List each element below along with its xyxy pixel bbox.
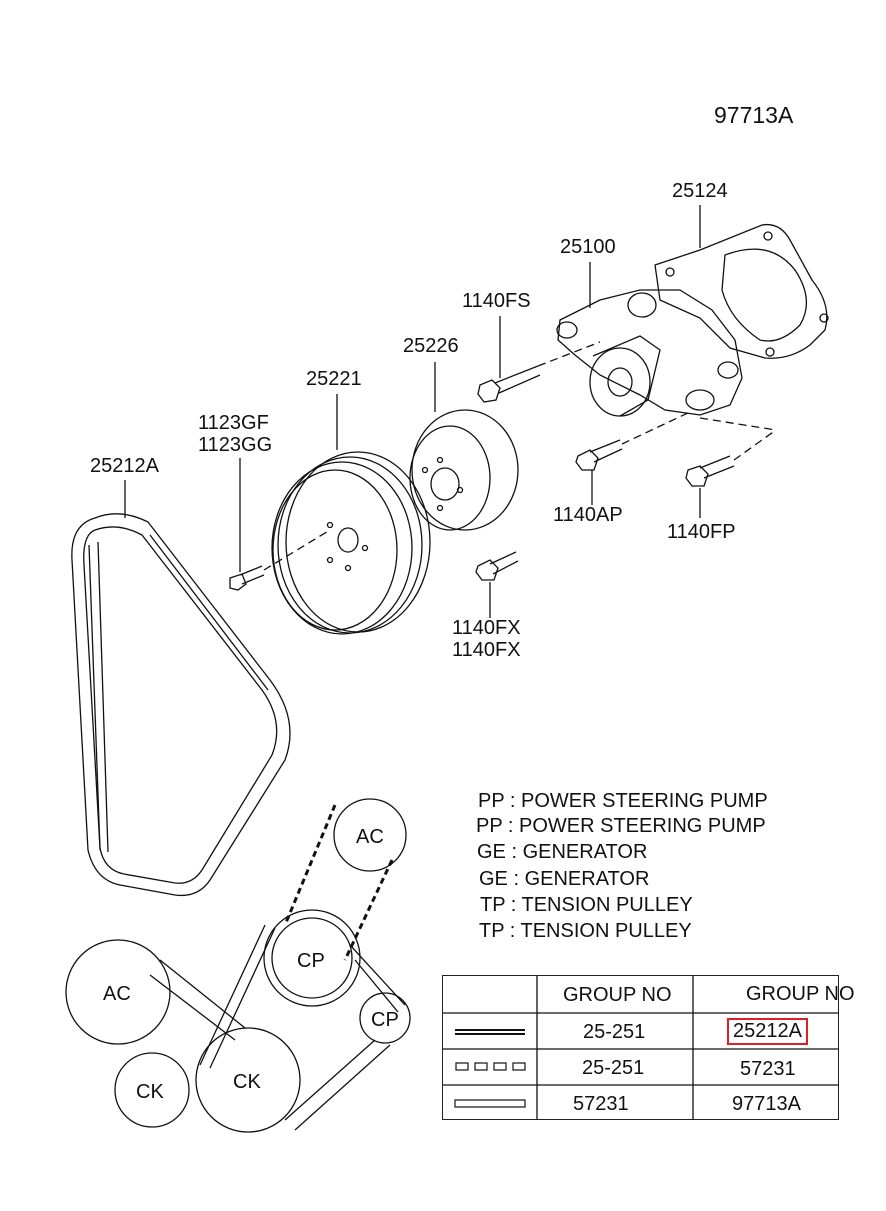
table-cell: 25-251 [582,1057,645,1079]
legend-item: PP : POWER STEERING PUMP [476,815,766,837]
table-cell: 97713A [732,1093,801,1115]
table-header: GROUP NO [563,984,672,1006]
part-label-crank-pulley: 25221 [306,368,362,390]
line-swatches [454,1029,526,1108]
part-label-bolt-gf: 1123GF [198,412,269,434]
legend-item: PP : POWER STEERING PUMP [478,790,768,812]
pulley-label: AC [356,826,384,848]
pulley-ck-main [195,1027,301,1133]
pulley-label: CP [297,950,325,972]
pulley-label: CK [136,1081,164,1103]
part-label-bolt-fs: 1140FS [462,290,531,312]
drive-belt [71,513,291,897]
pulley-label: CP [371,1009,399,1031]
diagram-id: 97713A [714,102,794,128]
gasket-inner [721,248,807,342]
part-label-pump-pulley: 25226 [403,335,459,357]
legend-item: TP : TENSION PULLEY [479,920,692,942]
part-label-bolt-ap: 1140AP [553,504,623,526]
legend-item: GE : GENERATOR [477,841,648,863]
table-cell-highlighted: 25212A [727,1018,808,1045]
pulley-label: CK [233,1071,261,1093]
gasket-outline [654,223,828,359]
pulley-ac-top [333,798,407,872]
part-label-belt: 25212A [90,455,159,477]
table-header: GROUP NO [746,983,855,1005]
pulley-label: AC [103,983,131,1005]
part-label-bolt-fx-2: 1140FX [452,639,521,661]
table-cell: 57231 [573,1093,629,1115]
pulley-ck-left [114,1052,190,1128]
pulley-cp-right [359,992,411,1044]
part-label-water-pump: 25100 [560,236,616,258]
part-label-gasket: 25124 [672,180,728,202]
pump-pulley [411,409,519,531]
part-label-bolt-fx-1: 1140FX [452,617,521,639]
legend-item: GE : GENERATOR [479,868,650,890]
pulley-cp-top [263,909,361,1007]
pulley-ac-left [65,939,171,1045]
group-table [442,975,839,1120]
part-label-bolt-gg: 1123GG [198,434,273,456]
table-cell: 25-251 [583,1021,646,1043]
part-label-bolt-fp: 1140FP [667,521,736,543]
water-pump-body [557,289,743,416]
table-cell: 57231 [740,1058,796,1080]
legend-item: TP : TENSION PULLEY [480,894,693,916]
